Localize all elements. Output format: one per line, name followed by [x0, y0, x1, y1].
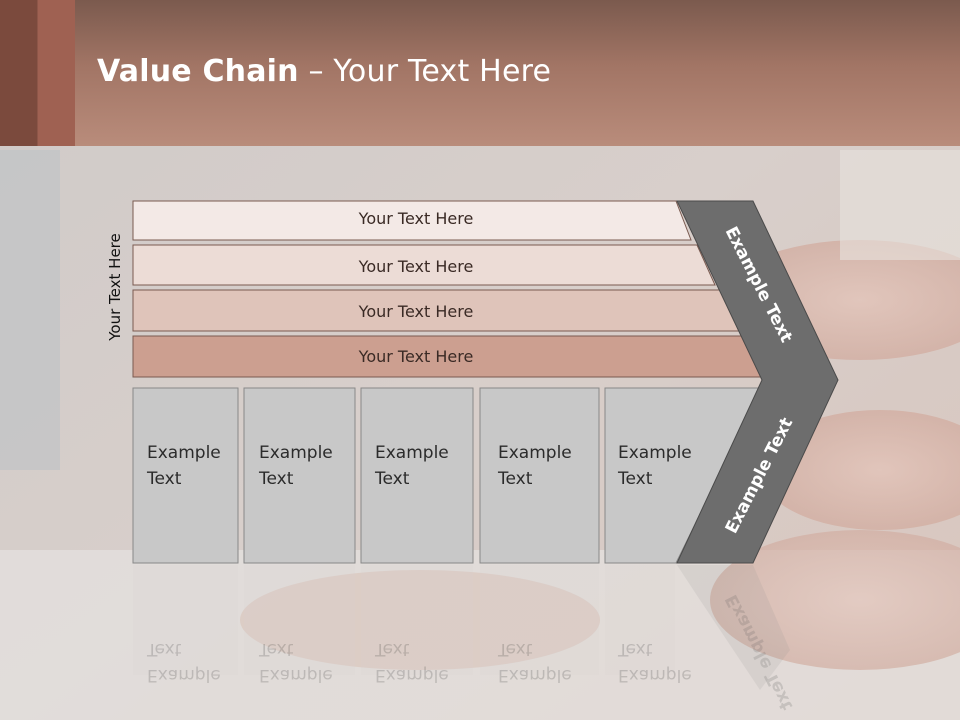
bar-1-shape — [132, 200, 692, 241]
box-4: Example Text — [479, 387, 600, 564]
bar-4-label: Your Text Here — [358, 347, 474, 366]
box-3-line1: Example — [375, 443, 449, 463]
box-2: Example Text — [243, 387, 356, 564]
reflection-box-2 — [244, 565, 355, 675]
header-accent-block — [0, 0, 75, 146]
reflection-box-2-line1: Example — [259, 665, 333, 685]
bar-1-label: Your Text Here — [358, 209, 474, 228]
box-5-line1: Example — [618, 443, 692, 463]
bar-1: Your Text Here — [132, 200, 692, 241]
reflection-box-1-line1: Example — [147, 665, 221, 685]
reflection-box-4-line1: Example — [498, 665, 572, 685]
slide-title: Value Chain – Your Text Here — [97, 54, 551, 89]
reflection-box-5-line2: Text — [617, 639, 653, 659]
box-3-shape — [360, 387, 474, 564]
reflection-box-3 — [361, 565, 473, 675]
bar-2-shape — [132, 244, 716, 286]
box-3: Example Text — [360, 387, 474, 564]
bar-4: Your Text Here — [132, 335, 764, 378]
bar-3-label: Your Text Here — [358, 302, 474, 321]
box-1-line1: Example — [147, 443, 221, 463]
box-3-line2: Text — [374, 469, 410, 489]
title-rest: – Your Text Here — [298, 54, 552, 89]
reflection-box-5 — [605, 565, 675, 675]
reflection-box-1-line2: Text — [146, 639, 182, 659]
box-2-shape — [243, 387, 356, 564]
box-4-shape — [479, 387, 600, 564]
reflection-box-3-line1: Example — [375, 665, 449, 685]
box-1-shape — [132, 387, 239, 564]
bar-2-label: Your Text Here — [358, 257, 474, 276]
box-2-line1: Example — [259, 443, 333, 463]
reflection-box-4-line2: Text — [497, 639, 533, 659]
box-5: Example Text — [604, 387, 763, 564]
reflection-box-1 — [133, 565, 238, 675]
reflection-box-4 — [480, 565, 599, 675]
box-5-line2: Text — [617, 469, 653, 489]
box-4-line1: Example — [498, 443, 572, 463]
reflection-box-5-line1: Example — [618, 665, 692, 685]
box-2-line2: Text — [258, 469, 294, 489]
bar-2: Your Text Here — [132, 244, 716, 286]
box-1: Example Text — [132, 387, 239, 564]
reflection-box-3-line2: Text — [374, 639, 410, 659]
box-1-line2: Text — [146, 469, 182, 489]
header-bar: Value Chain – Your Text Here — [0, 0, 960, 146]
reflection-chevron — [677, 565, 790, 690]
reflection: Example Text Example Text Example Text E… — [133, 565, 797, 713]
title-bold: Value Chain — [97, 54, 299, 89]
box-5-shape — [604, 387, 763, 564]
reflection-box-2-line2: Text — [258, 639, 294, 659]
chevron-shape — [676, 200, 839, 564]
bar-3: Your Text Here — [132, 289, 740, 332]
box-4-line2: Text — [497, 469, 533, 489]
